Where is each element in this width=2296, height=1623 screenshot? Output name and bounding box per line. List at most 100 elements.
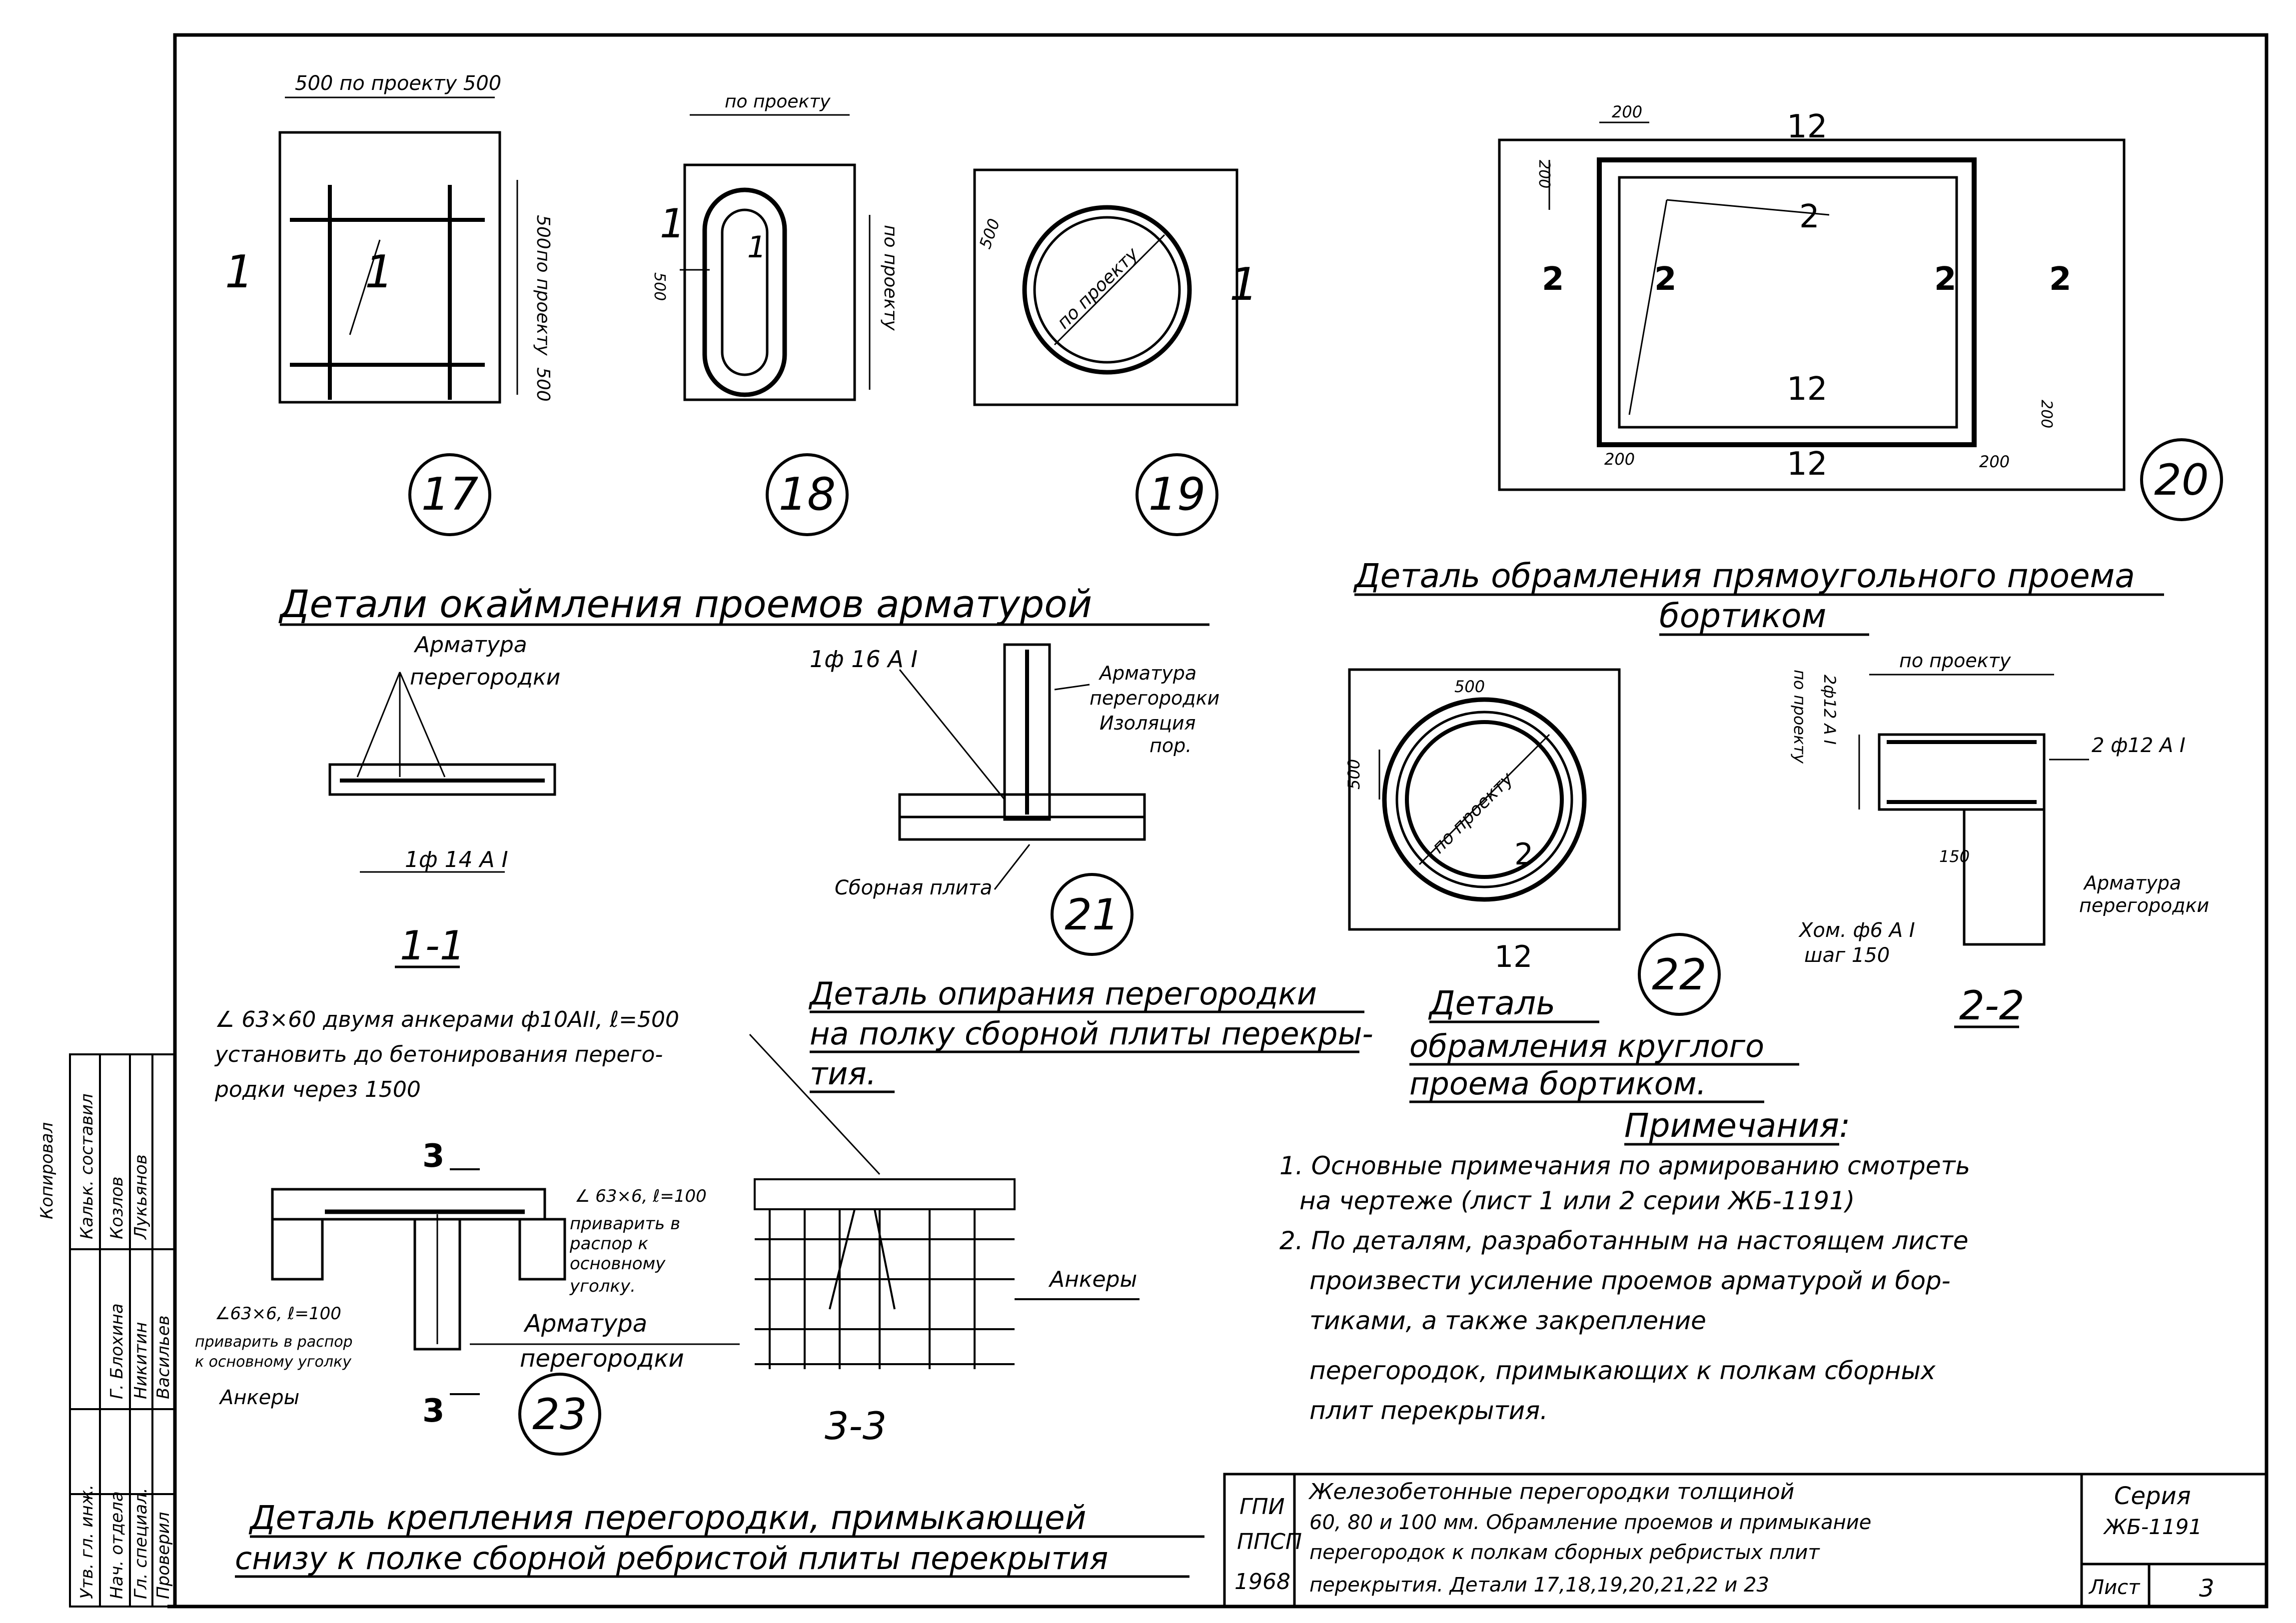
d20-mark-12-top: 12 bbox=[1787, 108, 1827, 145]
caption-detail-23-a: Деталь крепления перегородки, примыкающе… bbox=[248, 1499, 1086, 1537]
d20-dim-200-top: 200 bbox=[1612, 102, 1642, 121]
d20-dim-200-br: 200 bbox=[1979, 452, 2010, 471]
d22-mark-2: 2 bbox=[1514, 837, 1533, 872]
d18-bar-mark: 1 bbox=[747, 230, 766, 265]
stamp-head-dept: Нач. отдела bbox=[107, 1491, 127, 1599]
d20-dim-200-bl: 200 bbox=[1604, 450, 1635, 469]
caption-detail-21-b: на полку сборной плиты перекры- bbox=[810, 1015, 1373, 1052]
s22-dim-left2: 2ф12 А I bbox=[1820, 675, 1839, 745]
s22-arm2: перегородки bbox=[2079, 894, 2209, 916]
stamp-checked: Проверил bbox=[153, 1512, 173, 1599]
detail-18: по проекту 500 по проекту 1 1 18 bbox=[651, 91, 901, 536]
d17-dim-right-mid: по проекту bbox=[533, 250, 553, 356]
d21-slab: Сборная плита bbox=[835, 876, 992, 899]
d18-section-mark: 1 bbox=[660, 200, 685, 247]
d22-dim-500-left: 500 bbox=[1344, 759, 1363, 790]
caption-detail-20-a: Деталь обрамления прямоугольного проема bbox=[1353, 557, 2135, 595]
stamp-sign-3: Васильев bbox=[153, 1315, 173, 1399]
d19-number: 19 bbox=[1148, 468, 1206, 521]
notes-line-6: перегородок, примыкающих к полкам сборны… bbox=[1309, 1356, 1936, 1385]
s11-label: 1-1 bbox=[400, 922, 465, 969]
side-stamp: Копировал Утв. гл. инж. Нач. отдела Гл. … bbox=[37, 1053, 176, 1608]
notes-block: Примечания: 1. Основные примечания по ар… bbox=[1279, 1106, 1970, 1425]
d20-mark-12-bot: 12 bbox=[1787, 446, 1827, 483]
d23-right-note-3: распор к bbox=[569, 1234, 649, 1254]
d18-dim-top: по проекту bbox=[725, 91, 831, 112]
d23-right-note-4: основному bbox=[570, 1254, 666, 1274]
d20-mark-2-inner-right: 2 bbox=[1934, 261, 1957, 298]
notes-line-2: на чертеже (лист 1 или 2 серии ЖБ-1191) bbox=[1299, 1186, 1855, 1215]
d22-mark-12: 12 bbox=[1494, 939, 1532, 974]
d17-number: 17 bbox=[421, 468, 479, 521]
stamp-sign-5: Лукьянов bbox=[131, 1154, 151, 1240]
d21-arm3: Изоляция bbox=[1100, 712, 1195, 734]
d17-dims-top: 500 по проекту 500 bbox=[295, 72, 501, 95]
detail-20: 200 200 200 200 200 12 2 12 12 2 2 2 2 2… bbox=[1498, 102, 2223, 521]
d23-left-note-2: приварить в распор bbox=[195, 1333, 353, 1351]
d17-bar-mark: 1 bbox=[365, 246, 393, 298]
d23-angle-note-3: родки через 1500 bbox=[214, 1077, 421, 1102]
d23-right-note-2: приварить в bbox=[570, 1214, 680, 1234]
d20-number: 20 bbox=[2154, 455, 2209, 505]
caption-details-17-19: Детали окаймления проемов арматурой bbox=[278, 582, 1092, 626]
d21-number: 21 bbox=[1065, 890, 1119, 940]
d23-left-note-3: к основному уголку bbox=[195, 1353, 352, 1371]
s22-bars-right: 2 ф12 А I bbox=[2092, 734, 2186, 757]
d22-number-circle bbox=[1638, 933, 1721, 1016]
d21-arm1: Арматура bbox=[1098, 662, 1196, 684]
caption-detail-21-c: тия. bbox=[810, 1055, 876, 1092]
stamp-chief-specialist: Гл. специал. bbox=[131, 1488, 151, 1599]
s22-arm1: Арматура bbox=[2083, 872, 2181, 894]
d23-arm-2: перегородки bbox=[520, 1345, 684, 1373]
d20-mark-2-left: 2 bbox=[1542, 261, 1564, 298]
d23-left-note-1: ∠63×6, ℓ=100 bbox=[215, 1304, 341, 1324]
tb-sheet-label: Лист bbox=[2088, 1576, 2141, 1599]
caption-detail-22-b: обрамления круглого bbox=[1409, 1028, 1764, 1064]
stamp-copied: Копировал bbox=[37, 1122, 57, 1219]
s22-dim-top: по проекту bbox=[1899, 650, 2011, 672]
d23-anchors-left: Анкеры bbox=[218, 1386, 299, 1409]
caption-detail-22-a: Деталь bbox=[1428, 984, 1555, 1022]
d18-number-circle bbox=[766, 453, 849, 536]
title-block: ГПИ ППСП 1968 Железобетонные перегородки… bbox=[1223, 1473, 2268, 1608]
d23-right-note-5: уголку. bbox=[569, 1276, 636, 1296]
tb-title-2: 60, 80 и 100 мм. Обрамление проемов и пр… bbox=[1309, 1511, 1871, 1534]
notes-line-3: 2. По деталям, разработанным на настояще… bbox=[1279, 1226, 1968, 1255]
d21-arm4: пор. bbox=[1149, 735, 1191, 757]
s11-arm2: перегородки bbox=[410, 665, 560, 690]
stamp-sign-2: Никитин bbox=[131, 1322, 151, 1399]
s22-dim-left: по проекту bbox=[1790, 670, 1809, 764]
s11-bar: 1ф 14 А I bbox=[405, 847, 508, 872]
d17-number-circle bbox=[408, 453, 491, 536]
d18-dim-right: по проекту bbox=[880, 225, 901, 331]
tb-title-4: перекрытия. Детали 17,18,19,20,21,22 и 2… bbox=[1309, 1574, 1769, 1597]
d18-number: 18 bbox=[779, 468, 836, 521]
d20-mark-2-inner-top: 2 bbox=[1799, 198, 1820, 235]
section-2-2: по проекту по проекту 2ф12 А I 2 ф12 А I… bbox=[1790, 650, 2209, 1029]
tb-title-3: перегородок к полкам сборных ребристых п… bbox=[1309, 1541, 1820, 1564]
tb-org-2: ППСП bbox=[1237, 1529, 1302, 1555]
stamp-drawn: Кальк. составил bbox=[77, 1093, 97, 1239]
tb-title-1: Железобетонные перегородки толщиной bbox=[1308, 1479, 1794, 1505]
d23-anchors-right: Анкеры bbox=[1048, 1267, 1137, 1292]
stamp-sign-1: Г. Блохина bbox=[107, 1303, 127, 1399]
caption-detail-20-b: бортиком bbox=[1659, 597, 1826, 635]
d19-number-circle bbox=[1136, 453, 1218, 536]
d20-mark-2-inner-left: 2 bbox=[1654, 261, 1677, 298]
s22-label: 2-2 bbox=[1959, 982, 2025, 1029]
notes-line-5: тиками, а также закрепление bbox=[1309, 1306, 1706, 1335]
s22-dim-150: 150 bbox=[1939, 847, 1970, 866]
d17-dim-right-top: 500 bbox=[533, 215, 553, 249]
d19-dim-left: 500 bbox=[976, 216, 1004, 251]
d19-section-mark: 1 bbox=[1229, 258, 1258, 311]
detail-22: 500 500 по проекту 2 12 22 bbox=[1344, 668, 1721, 1016]
d23-angle-note-2: установить до бетонирования перего- bbox=[214, 1042, 663, 1067]
d21-rebar: 1ф 16 А I bbox=[810, 646, 918, 673]
caption-detail-21-a: Деталь опирания перегородки bbox=[808, 975, 1317, 1012]
tb-series-label: Серия bbox=[2114, 1482, 2191, 1510]
tb-org-1: ГПИ bbox=[1239, 1494, 1285, 1520]
tb-series-value: ЖБ-1191 bbox=[2103, 1515, 2202, 1539]
d23-section-3-3-view bbox=[754, 1178, 1140, 1369]
d23-number-circle bbox=[518, 1373, 601, 1456]
